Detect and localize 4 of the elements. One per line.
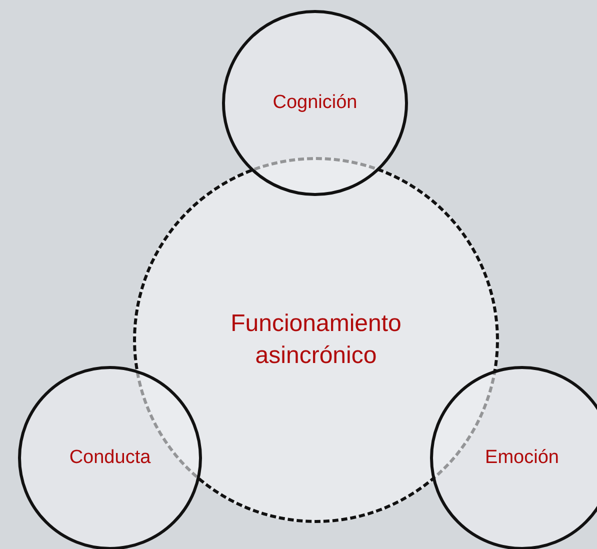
node-label: Funcionamiento asincrónico	[230, 308, 402, 371]
node-label: Conducta	[69, 446, 151, 470]
node-label: Cognición	[272, 91, 358, 116]
node-label: Emoción	[485, 446, 559, 470]
